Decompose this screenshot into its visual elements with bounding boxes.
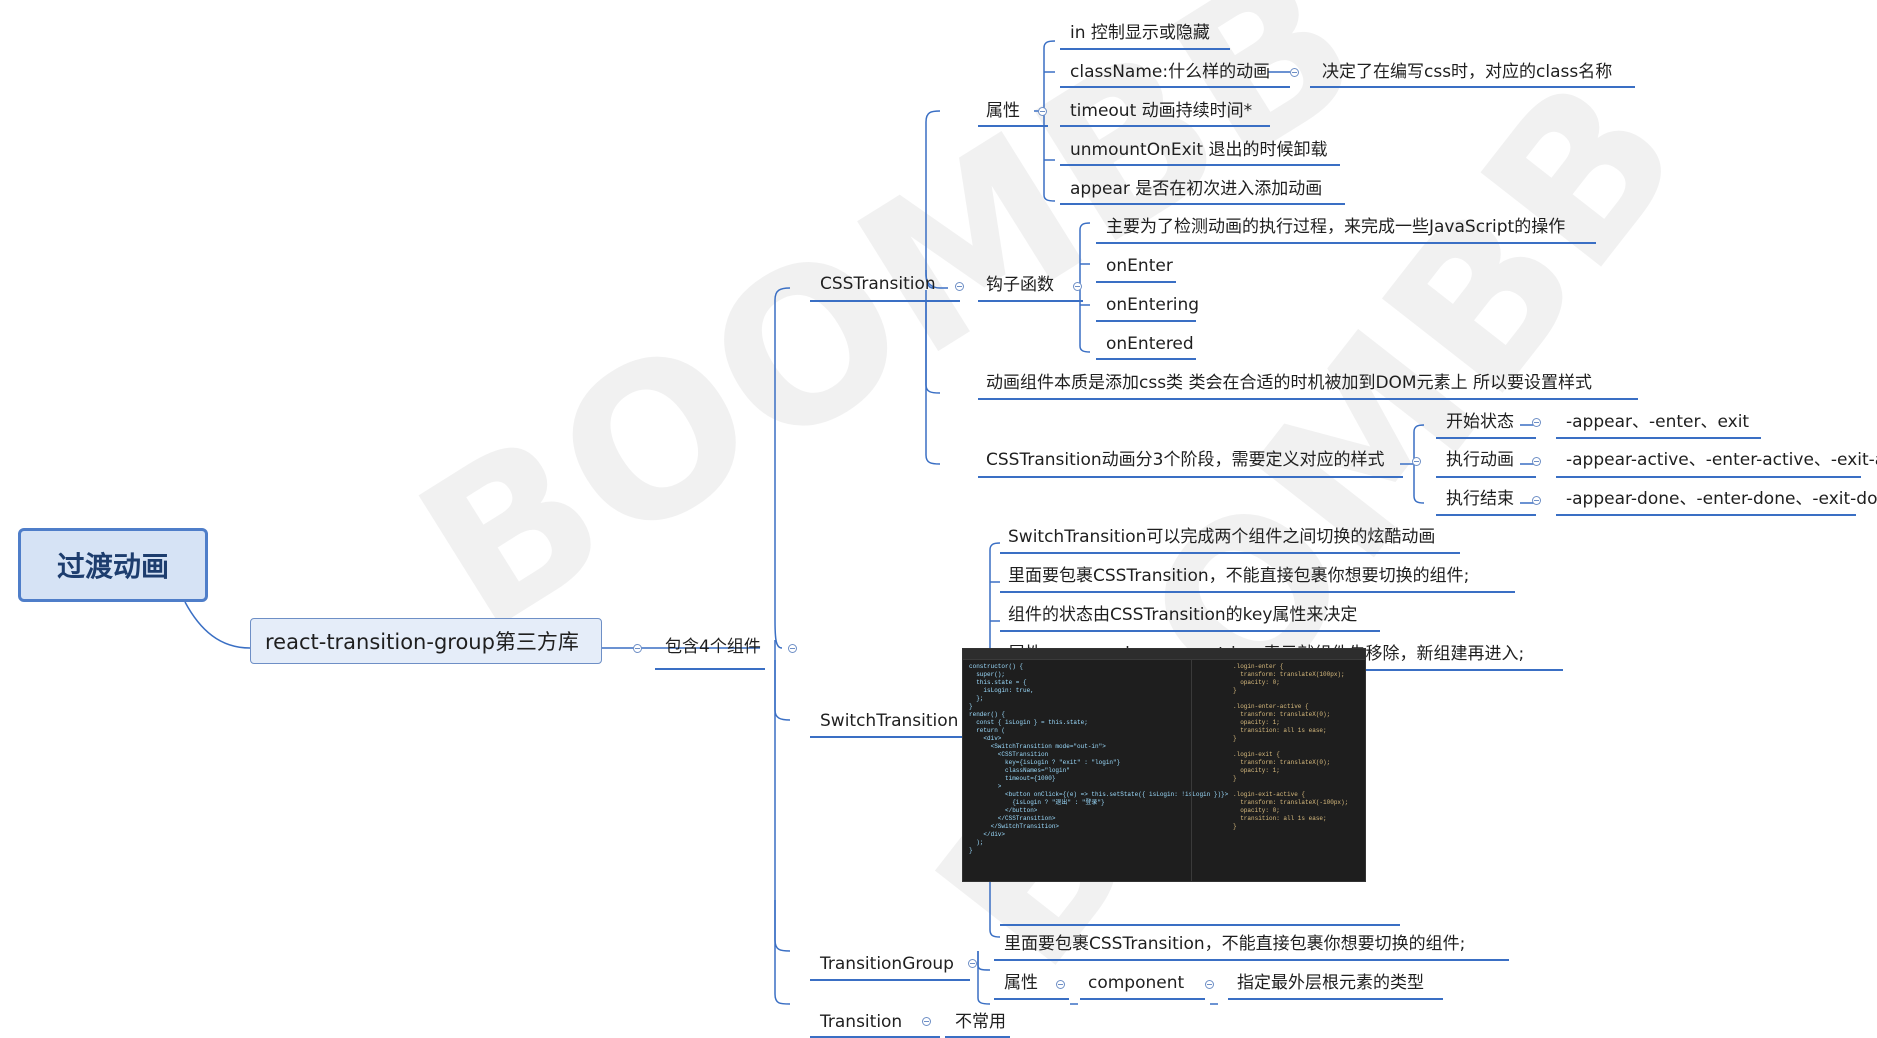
hook-onentered[interactable]: onEntered (1106, 334, 1194, 354)
switch-item-3[interactable]: 组件的状态由CSSTransition的key属性来决定 (1008, 605, 1358, 625)
switch-item-2[interactable]: 里面要包裹CSSTransition，不能直接包裹你想要切换的组件; (1008, 566, 1470, 586)
collapse-icon[interactable] (1290, 68, 1299, 77)
transition-group-node[interactable]: TransitionGroup (820, 954, 954, 974)
hook-onentering[interactable]: onEntering (1106, 295, 1200, 315)
root-node[interactable]: 过渡动画 (18, 528, 208, 602)
collapse-icon[interactable] (1412, 457, 1421, 466)
props-node[interactable]: 属性 (986, 101, 1020, 121)
stages-node[interactable]: CSSTransition动画分3个阶段，需要定义对应的样式 (986, 450, 1385, 470)
prop-in[interactable]: in 控制显示或隐藏 (1070, 23, 1210, 43)
switch-item-1[interactable]: SwitchTransition可以完成两个组件之间切换的炫酷动画 (1008, 527, 1436, 547)
essence-node[interactable]: 动画组件本质是添加css类 类会在合适的时机被加到DOM元素上 所以要设置样式 (986, 373, 1593, 393)
stage-done-value[interactable]: -appear-done、-enter-done、-exit-done (1566, 489, 1877, 509)
hooks-node[interactable]: 钩子函数 (986, 275, 1054, 295)
collapse-icon[interactable] (1205, 980, 1214, 989)
css-transition-node[interactable]: CSSTransition (820, 274, 936, 294)
collapse-icon[interactable] (1038, 107, 1047, 116)
collapse-icon[interactable] (922, 1017, 931, 1026)
collapse-icon[interactable] (1073, 282, 1082, 291)
stage-active-value[interactable]: -appear-active、-enter-active、-exit-activ… (1566, 450, 1877, 470)
prop-appear[interactable]: appear 是否在初次进入添加动画 (1070, 179, 1323, 199)
stage-done-label[interactable]: 执行结束 (1446, 489, 1514, 509)
collapse-icon[interactable] (1532, 496, 1541, 505)
transition-group-prop-label[interactable]: 属性 (1004, 973, 1038, 993)
code-screenshot: constructor() { super(); this.state = { … (962, 648, 1366, 882)
prop-timeout[interactable]: timeout 动画持续时间* (1070, 101, 1253, 121)
collapse-icon[interactable] (968, 959, 977, 968)
component-value[interactable]: 指定最外层根元素的类型 (1237, 973, 1424, 993)
switch-transition-node[interactable]: SwitchTransition (820, 711, 959, 731)
hook-onenter[interactable]: onEnter (1106, 256, 1173, 276)
collapse-icon[interactable] (788, 644, 797, 653)
prop-classname[interactable]: className:什么样的动画 (1070, 62, 1271, 82)
stage-start-label[interactable]: 开始状态 (1446, 412, 1514, 432)
main-topic-node[interactable]: react-transition-group第三方库 (250, 618, 602, 664)
component-label[interactable]: component (1088, 973, 1185, 993)
stage-start-value[interactable]: -appear、-enter、exit (1566, 412, 1750, 432)
transition-note[interactable]: 不常用 (955, 1012, 1006, 1032)
collapse-icon[interactable] (1056, 980, 1065, 989)
classname-note[interactable]: 决定了在编写css时，对应的class名称 (1322, 62, 1613, 82)
collapse-icon[interactable] (955, 282, 964, 291)
transition-node[interactable]: Transition (820, 1012, 903, 1032)
jsx-code: constructor() { super(); this.state = { … (969, 663, 1229, 854)
collapse-icon[interactable] (1532, 457, 1541, 466)
collapse-icon[interactable] (1532, 418, 1541, 427)
prop-unmountonexit[interactable]: unmountOnExit 退出的时候卸载 (1070, 140, 1328, 160)
group-node[interactable]: 包含4个组件 (665, 637, 761, 657)
hooks-desc[interactable]: 主要为了检测动画的执行过程，来完成一些JavaScript的操作 (1106, 217, 1566, 237)
transition-group-item[interactable]: 里面要包裹CSSTransition，不能直接包裹你想要切换的组件; (1004, 934, 1466, 954)
css-code: .login-enter { transform: translateX(100… (1233, 663, 1349, 830)
stage-active-label[interactable]: 执行动画 (1446, 450, 1514, 470)
collapse-icon[interactable] (633, 644, 642, 653)
